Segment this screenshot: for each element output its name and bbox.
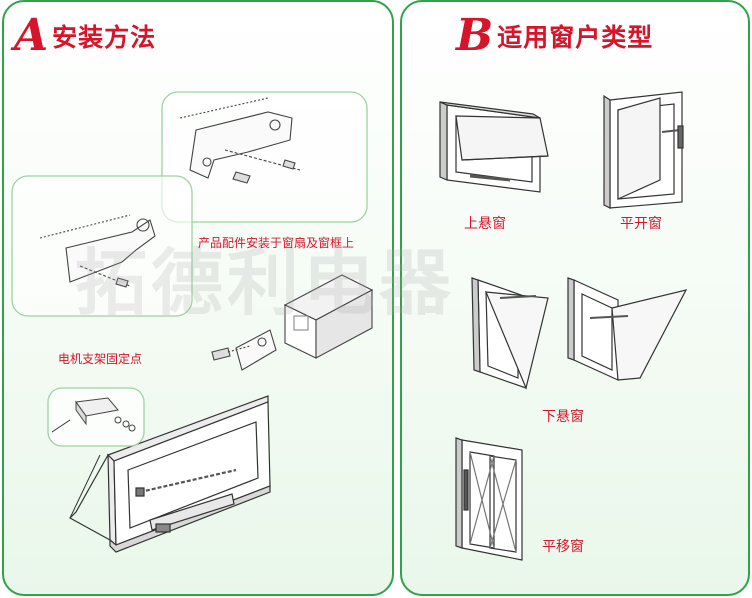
- section-b-title: 适用窗户类型: [497, 23, 654, 52]
- section-a-letter: A: [14, 10, 49, 61]
- bracket-inset-illustration: [47, 387, 145, 447]
- window-type-top-hung-label: 上悬窗: [464, 216, 506, 232]
- section-a-heading: A 安装方法: [14, 14, 156, 58]
- accessory-mount-label: 产品配件安装于窗扇及窗框上: [198, 236, 355, 250]
- motor-bracket-label: 电机支架固定点: [58, 352, 143, 366]
- section-b-letter: B: [456, 10, 494, 61]
- bracket-top-illustration: [179, 97, 301, 184]
- top-hung-window-illustration: [69, 395, 271, 553]
- window-type-sliding-label: 平移窗: [542, 539, 584, 555]
- motor-housing-illustration: [211, 274, 374, 371]
- top-hung-window-type-illustration: [439, 101, 549, 193]
- detail-box-top: [161, 91, 368, 223]
- window-type-casement-label: 平开窗: [620, 216, 662, 232]
- bracket-mid-illustration: [39, 214, 156, 288]
- window-type-bottom-hung-label: 下悬窗: [542, 409, 584, 425]
- sliding-window-type-illustration: [455, 437, 523, 561]
- section-a-title: 安装方法: [52, 23, 157, 52]
- section-b-heading: B 适用窗户类型: [456, 14, 653, 58]
- watermark-text: 拓德利电器: [75, 241, 456, 325]
- bottom-hung-window-type-illustration: [471, 277, 688, 390]
- casement-window-type-illustration: [603, 91, 684, 209]
